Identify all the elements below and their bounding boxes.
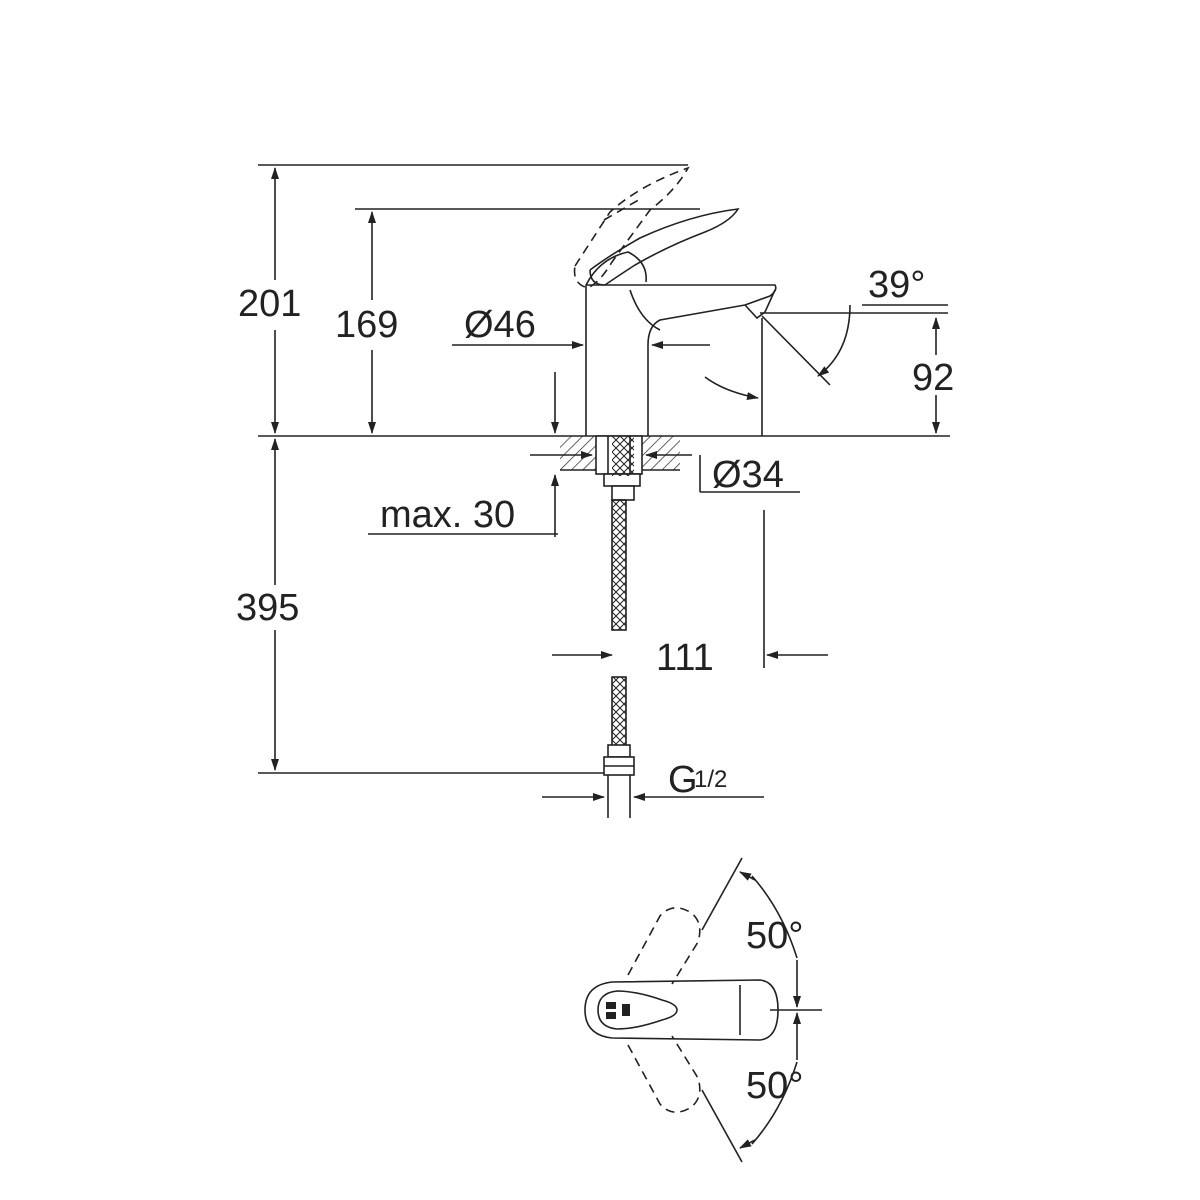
label-spout-height: 169 — [335, 304, 398, 346]
dimension-hose-length — [258, 438, 604, 774]
mounting-bolt — [595, 435, 643, 501]
dimension-hole-diameter — [530, 451, 800, 493]
supply-hose — [603, 499, 635, 818]
angle-line-upper — [701, 857, 743, 931]
label-spout-angle: 39° — [868, 264, 925, 306]
angle-line-lower — [701, 1089, 743, 1163]
label-total-height: 201 — [238, 283, 301, 325]
dimension-spout-reach — [552, 510, 828, 668]
label-hole-diameter: Ø34 — [712, 454, 784, 496]
label-thread: G — [668, 759, 698, 801]
label-thread-fraction: 1/2 — [694, 766, 727, 793]
faucet-top-outline — [584, 979, 779, 1041]
lever-handle — [589, 207, 740, 286]
top-view — [584, 857, 822, 1163]
dimension-spout-height — [355, 208, 700, 434]
label-hose-length: 395 — [236, 587, 299, 629]
label-spout-reach: 111 — [656, 637, 714, 679]
lever-dashed-positions — [627, 907, 701, 1113]
dimension-total-height — [258, 164, 688, 434]
angle-arrows — [739, 871, 801, 1149]
spout-outlet-marks — [606, 1002, 630, 1019]
top-view-labels: 50° 50° — [746, 915, 803, 1107]
spout-aerator — [744, 289, 776, 320]
label-angle-lower: 50° — [746, 1065, 803, 1107]
label-body-diameter: Ø46 — [464, 304, 536, 346]
side-view-labels: 201 169 Ø46 39° 92 Ø34 max. 30 395 111 G… — [236, 264, 954, 801]
spout-inner-curve — [629, 289, 661, 331]
dimension-spout-angle — [704, 304, 851, 436]
side-view — [258, 164, 950, 818]
label-max-deck: max. 30 — [380, 494, 515, 536]
lever-raised-dashed — [573, 166, 690, 289]
lever-base — [585, 251, 647, 286]
label-angle-upper: 50° — [746, 915, 803, 957]
dimension-outlet-height — [760, 304, 948, 434]
dimension-max-deck — [368, 474, 559, 537]
label-outlet-height: 92 — [912, 357, 954, 399]
